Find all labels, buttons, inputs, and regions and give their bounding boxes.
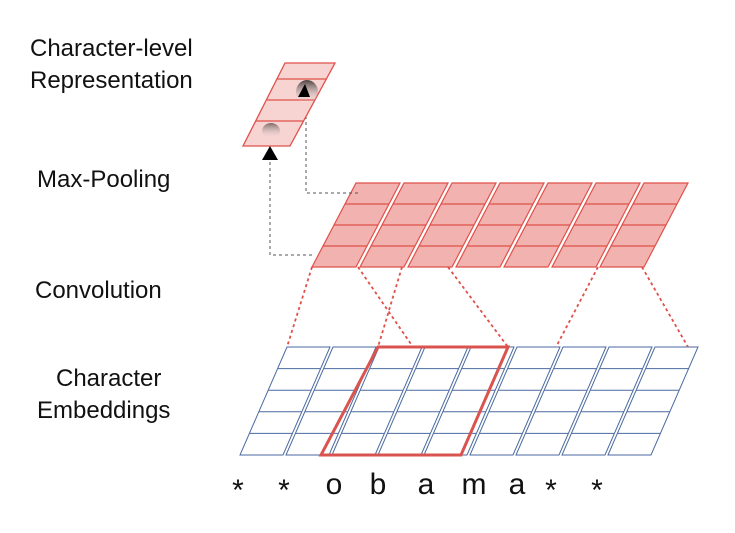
- pool-arrow-icon: [262, 146, 278, 160]
- character-level-representation: [241, 62, 337, 160]
- character-token: *: [278, 474, 290, 507]
- feature-map: [599, 182, 689, 268]
- char-emb-label-line1: Character: [56, 365, 161, 392]
- connector-line: [641, 266, 689, 348]
- embedding-column: [561, 346, 653, 456]
- connector-line: [447, 266, 509, 348]
- character-token: m: [462, 468, 487, 501]
- char-rep-label-line2: Representation: [30, 67, 193, 94]
- character-token: b: [370, 468, 387, 501]
- connector-line: [357, 266, 414, 348]
- char-rep-label-line1: Character-level: [30, 35, 193, 62]
- character-token: a: [418, 468, 435, 501]
- convolution-window-highlight: [318, 345, 511, 457]
- feature-map: [551, 182, 641, 268]
- character-embeddings-grid: [239, 346, 699, 456]
- character-token: a: [509, 468, 526, 501]
- feature-map: [503, 182, 593, 268]
- character-token: *: [232, 474, 244, 507]
- char-emb-label-line2: Embeddings: [37, 397, 170, 424]
- embedding-column: [607, 346, 699, 456]
- character-token: *: [545, 474, 557, 507]
- embedding-column: [285, 346, 377, 456]
- embedding-column: [239, 346, 331, 456]
- embedding-column: [469, 346, 561, 456]
- feature-map: [407, 182, 497, 268]
- pool-arrow-icon: [298, 84, 310, 97]
- feature-map: [359, 182, 449, 268]
- side-labels: Character-level Representation Max-Pooli…: [30, 35, 193, 424]
- embedding-column: [515, 346, 607, 456]
- character-token: *: [591, 474, 603, 507]
- connector-line: [286, 266, 313, 348]
- pooling-line-upper: [305, 108, 358, 194]
- convolution-label: Convolution: [35, 277, 162, 304]
- convolution-connectors: [286, 266, 689, 348]
- convolution-feature-maps: [311, 182, 689, 268]
- feature-map: [311, 182, 401, 268]
- max-pooling-label: Max-Pooling: [37, 166, 170, 193]
- connector-line: [377, 266, 403, 348]
- pooling-lines: [269, 108, 358, 256]
- connector-line: [555, 266, 599, 348]
- peak-shading: [262, 123, 280, 139]
- pooling-line-lower: [269, 160, 312, 256]
- representation-vector: [241, 62, 337, 147]
- feature-map: [455, 182, 545, 268]
- character-token: o: [326, 468, 343, 501]
